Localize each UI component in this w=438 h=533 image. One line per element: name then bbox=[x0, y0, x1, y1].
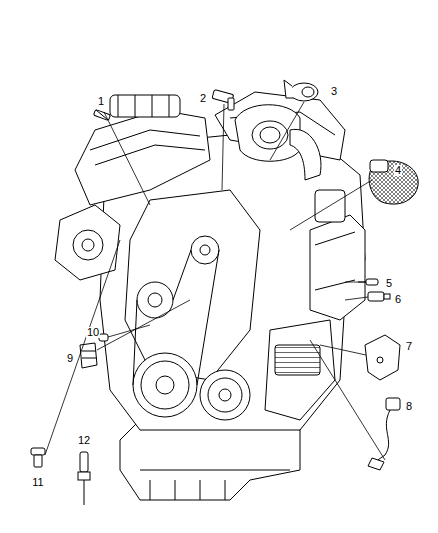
callout-number: 3 bbox=[330, 86, 338, 97]
callout-number: 10 bbox=[86, 327, 100, 338]
callout-number: 4 bbox=[394, 165, 402, 176]
callout-number: 9 bbox=[66, 353, 74, 364]
air-filter bbox=[369, 160, 418, 204]
callout-number: 6 bbox=[394, 294, 402, 305]
sensor-3 bbox=[284, 80, 318, 101]
sensor-1 bbox=[93, 109, 110, 120]
engine-block bbox=[55, 92, 365, 500]
leader-lines bbox=[45, 102, 385, 460]
callout-number: 1 bbox=[97, 96, 105, 107]
sensor-8 bbox=[368, 398, 400, 470]
callout-number: 8 bbox=[405, 401, 413, 412]
callout-number: 5 bbox=[385, 278, 393, 289]
callout-number: 2 bbox=[199, 93, 207, 104]
sensor-7 bbox=[365, 335, 400, 380]
part-10 bbox=[99, 334, 108, 341]
callout-number: 11 bbox=[31, 477, 44, 488]
parts bbox=[31, 80, 418, 505]
sensor-6 bbox=[368, 292, 390, 301]
callout-number: 7 bbox=[405, 341, 413, 352]
sensor-2 bbox=[212, 90, 234, 110]
sensor-11 bbox=[31, 448, 45, 467]
sensor-12 bbox=[78, 452, 90, 505]
callout-number: 12 bbox=[77, 435, 91, 446]
